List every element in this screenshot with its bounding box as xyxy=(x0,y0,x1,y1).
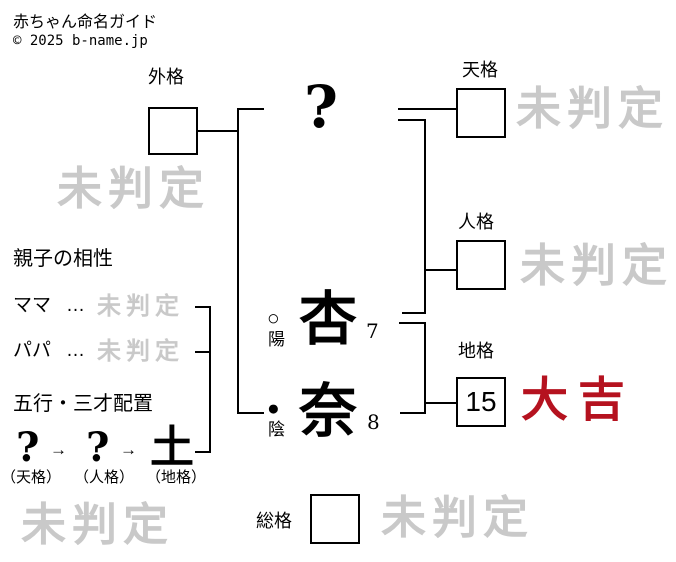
mama-result-watermark: 未判定 xyxy=(97,291,184,320)
chikaku-connector-line xyxy=(426,402,456,404)
gogyou-caption-tenkaku: （天格） xyxy=(1,469,62,486)
papa-result-watermark: 未判定 xyxy=(97,336,184,365)
yang-label: 陽 xyxy=(268,330,285,349)
jinkaku-connector-line xyxy=(426,269,456,271)
page-title: 赤ちゃん命名ガイド xyxy=(13,14,158,31)
gogyou-title: 五行・三才配置 xyxy=(13,393,153,415)
gaikaku-box xyxy=(148,107,198,155)
upper-bracket-bottom-stub xyxy=(402,312,426,314)
tenkaku-box xyxy=(456,88,506,138)
gogyou-caption-chikaku: （地格） xyxy=(146,469,207,486)
name-char-1: 杏 xyxy=(299,285,358,353)
gogyou-bracket-stub xyxy=(195,451,211,453)
compat-bracket-vline xyxy=(209,306,211,453)
lower-bracket-vline xyxy=(424,322,426,414)
papa-dots: … xyxy=(66,340,85,361)
compatibility-title: 親子の相性 xyxy=(13,248,113,270)
chikaku-box: 15 xyxy=(456,377,506,427)
tenkaku-label: 天格 xyxy=(462,60,498,80)
surname-char-unknown: ? xyxy=(304,73,338,141)
gogyou-jinkaku-element: ? xyxy=(86,424,110,471)
left-bracket-vline xyxy=(237,108,239,414)
gogyou-chikaku-element: 土 xyxy=(150,422,194,473)
lower-bracket-top-stub xyxy=(399,322,426,324)
mama-bracket-stub xyxy=(195,306,211,308)
upper-bracket-vline xyxy=(424,119,426,314)
yang-circle-icon: ○ xyxy=(267,307,280,330)
name-char-1-strokes: 7 xyxy=(366,319,379,343)
name-char-2-strokes: 8 xyxy=(367,410,380,434)
arrow-right-icon: → xyxy=(50,440,67,459)
tenkaku-connector-line xyxy=(398,108,456,110)
jinkaku-label: 人格 xyxy=(458,212,494,232)
mama-label: ママ xyxy=(13,295,52,316)
jinkaku-result-watermark: 未判定 xyxy=(520,239,674,292)
gaikaku-result-watermark: 未判定 xyxy=(57,162,211,215)
gogyou-tenkaku-element: ? xyxy=(16,424,40,471)
yin-label: 陰 xyxy=(268,420,285,439)
left-bracket-bottom-stub xyxy=(237,412,264,414)
upper-bracket-top-stub xyxy=(398,119,426,121)
chikaku-label: 地格 xyxy=(458,341,494,361)
soukaku-result-watermark: 未判定 xyxy=(381,491,535,544)
tenkaku-result-watermark: 未判定 xyxy=(516,82,670,135)
papa-bracket-stub xyxy=(195,351,211,353)
arrow-right-icon: → xyxy=(120,440,137,459)
gaikaku-label: 外格 xyxy=(148,67,184,87)
papa-label: パパ xyxy=(13,340,52,361)
left-bracket-top-stub xyxy=(237,108,264,110)
lower-bracket-bottom-stub xyxy=(400,412,426,414)
yin-circle-icon: ● xyxy=(267,397,280,420)
chikaku-result-daikichi: 大吉 xyxy=(521,373,635,428)
mama-dots: … xyxy=(66,295,85,316)
jinkaku-box xyxy=(456,240,506,290)
soukaku-box xyxy=(310,494,360,544)
gaikaku-connector-line xyxy=(197,130,239,132)
name-char-2: 奈 xyxy=(299,377,358,445)
gogyou-result-watermark: 未判定 xyxy=(21,498,175,551)
gogyou-caption-jinkaku: （人格） xyxy=(74,469,135,486)
copyright-text: © 2025 b-name.jp xyxy=(13,33,148,49)
soukaku-label: 総格 xyxy=(256,511,292,531)
